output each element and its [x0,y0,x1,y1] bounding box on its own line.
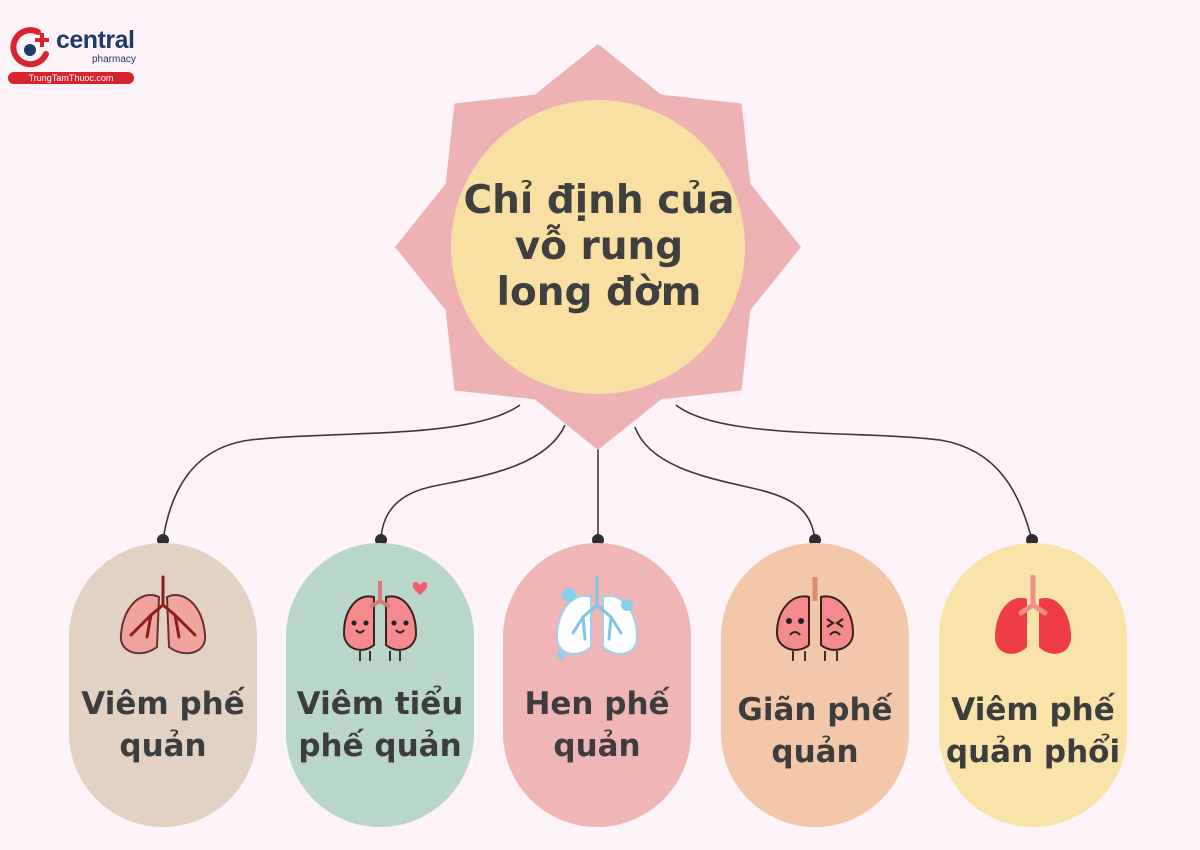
brand-sub: pharmacy [92,54,136,65]
bronchitis-lungs-icon [119,575,207,655]
card-label: Viêm phế quản [81,686,245,764]
asthma-lungs-icon [555,575,639,659]
card-bronchopneumonia: Viêm phế quản phổi [939,543,1127,827]
card-bronchitis: Viêm phế quản [69,543,257,827]
connector-2 [380,424,566,541]
center-title: Chỉ định của vỗ rung long đờm [463,178,735,315]
connector-4 [634,426,816,541]
connector-5 [675,404,1033,541]
logo-cross-icon [10,27,49,68]
card-label: Giãn phế quản [737,692,893,770]
happy-lungs-heart-icon [342,581,428,661]
red-lungs-icon [995,575,1071,654]
brand-name: central [56,26,135,54]
sad-lungs-icon [775,577,855,661]
card-label: Viêm phế quản phổi [945,692,1121,770]
card-asthma: Hen phế quản [503,543,691,827]
brand-url: TrungTamThuoc.com [8,72,134,84]
connector-1 [162,404,521,541]
brand-logo: central pharmacy TrungTamThuoc.com [8,24,138,88]
card-label: Viêm tiểu phế quản [296,686,464,764]
card-label: Hen phế quản [524,686,670,764]
card-bronchiolitis: Viêm tiểu phế quản [286,543,474,827]
card-bronchiectasis: Giãn phế quản [721,543,909,827]
center-circle [451,100,745,394]
